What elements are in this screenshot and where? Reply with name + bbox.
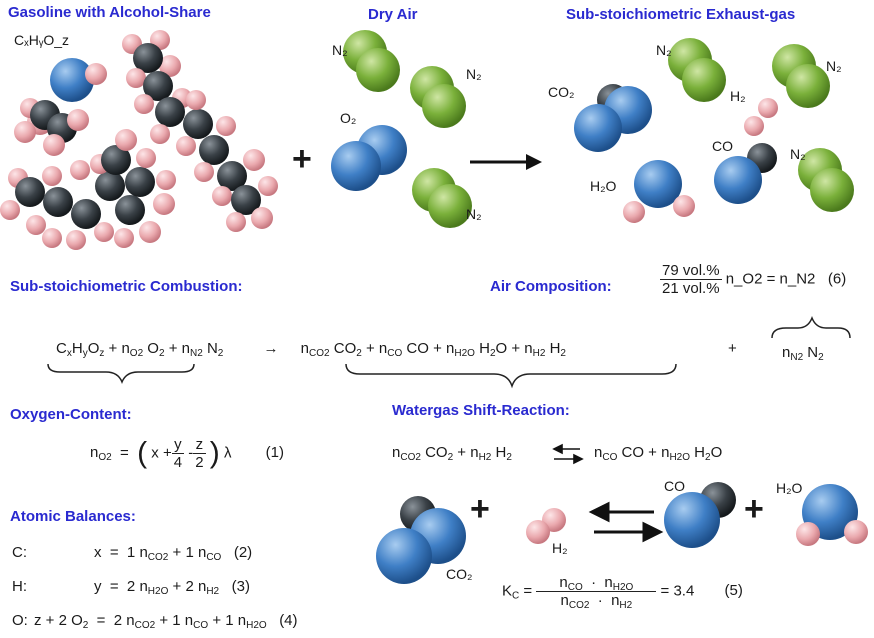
label-h2-exhaust: H₂ — [730, 88, 746, 104]
label-h2o-exhaust: H₂O — [590, 178, 617, 194]
label-co-exhaust: CO — [712, 138, 733, 154]
eq-number-4: (4) — [279, 612, 298, 629]
kc-num: nCO · nH2O — [536, 574, 657, 593]
dry-air-molecules — [331, 30, 472, 228]
balance-c-label: C: — [12, 544, 27, 561]
kc-value: = 3.4 — [660, 582, 695, 600]
label-fuel: CₓHᵧO_z — [14, 32, 69, 48]
label-n2-a: N₂ — [332, 42, 348, 58]
air-den: 21 vol.% — [662, 280, 720, 297]
equilibrium-arrows-large — [588, 501, 664, 543]
gasoline-molecules — [0, 30, 278, 250]
label-co-watergas: CO — [664, 478, 685, 494]
exhaust-molecules — [574, 38, 854, 223]
kc-den: nCO2 · nH2 — [560, 592, 633, 611]
label-n2-b: N₂ — [466, 66, 482, 82]
combustion-plus: + — [728, 340, 737, 357]
heading-dry-air: Dry Air — [368, 6, 418, 23]
plus-sign-watergas-1: + — [470, 490, 490, 528]
combustion-equation: CxHyOz + nO2 O2 + nN2 N2 → nCO2 CO2 + nC… — [56, 340, 566, 359]
heading-oxygen-content: Oxygen-Content: — [10, 406, 132, 423]
reaction-arrow — [470, 154, 542, 170]
heading-watergas: Watergas Shift-Reaction: — [392, 402, 570, 419]
balance-h: y = 2 nH2O + 2 nH2 (3) — [94, 578, 250, 597]
frac1-den: 4 — [173, 454, 183, 471]
eq-number-5: (5) — [724, 582, 743, 600]
balance-o: z + 2 O2 = 2 nCO2 + 1 nCO + 1 nH2O (4) — [34, 612, 298, 631]
heading-combustion: Sub-stoichiometric Combustion: — [10, 278, 243, 295]
heading-gasoline: Gasoline with Alcohol-Share — [8, 4, 211, 21]
air-composition-equation: 79 vol.%21 vol.% n_O2 = n_N2 (6) — [660, 262, 846, 297]
watergas-molecules — [376, 482, 868, 584]
label-o2: O₂ — [340, 110, 357, 126]
lambda: λ — [223, 444, 232, 462]
heading-atomic: Atomic Balances: — [10, 508, 136, 525]
air-num: 79 vol.% — [660, 262, 722, 280]
balance-h-label: H: — [12, 578, 27, 595]
label-n2-f: N₂ — [790, 146, 806, 162]
heading-air-composition: Air Composition: — [490, 278, 612, 295]
label-co2-exhaust: CO₂ — [548, 84, 575, 100]
label-n2-d: N₂ — [656, 42, 672, 58]
eq-number-3: (3) — [231, 578, 250, 595]
watergas-lhs: nCO2 CO2 + nH2 H2 — [392, 444, 512, 463]
eq-number-1: (1) — [265, 444, 284, 462]
frac2-den: 2 — [195, 454, 204, 471]
heading-exhaust: Sub-stoichiometric Exhaust-gas — [566, 6, 796, 23]
plus-sign-watergas-2: + — [744, 490, 764, 528]
balance-o-label: O: — [12, 612, 28, 629]
balance-c: x = 1 nCO2 + 1 nCO (2) — [94, 544, 253, 563]
air-rhs: n_O2 = n_N2 — [725, 270, 816, 288]
label-co2-watergas: CO₂ — [446, 566, 473, 582]
watergas-rhs: nCO CO + nH2O H2O — [594, 444, 723, 463]
frac2-num: z — [193, 436, 206, 454]
frac1-num: y — [171, 436, 185, 454]
plus-sign: + — [292, 140, 312, 178]
combustion-n2: nN2 N2 — [782, 344, 824, 363]
equilibrium-arrows-small — [552, 443, 584, 465]
label-h2-watergas: H₂ — [552, 540, 568, 556]
label-h2o-watergas: H₂O — [776, 480, 803, 496]
braces — [47, 315, 851, 389]
combustion-arrow: → — [263, 340, 279, 357]
o2-lhs: nO2 — [90, 444, 112, 464]
eq-number-6: (6) — [827, 270, 847, 288]
label-n2-e: N₂ — [826, 58, 842, 74]
label-n2-c: N₂ — [466, 206, 482, 222]
eq-number-2: (2) — [233, 544, 253, 561]
